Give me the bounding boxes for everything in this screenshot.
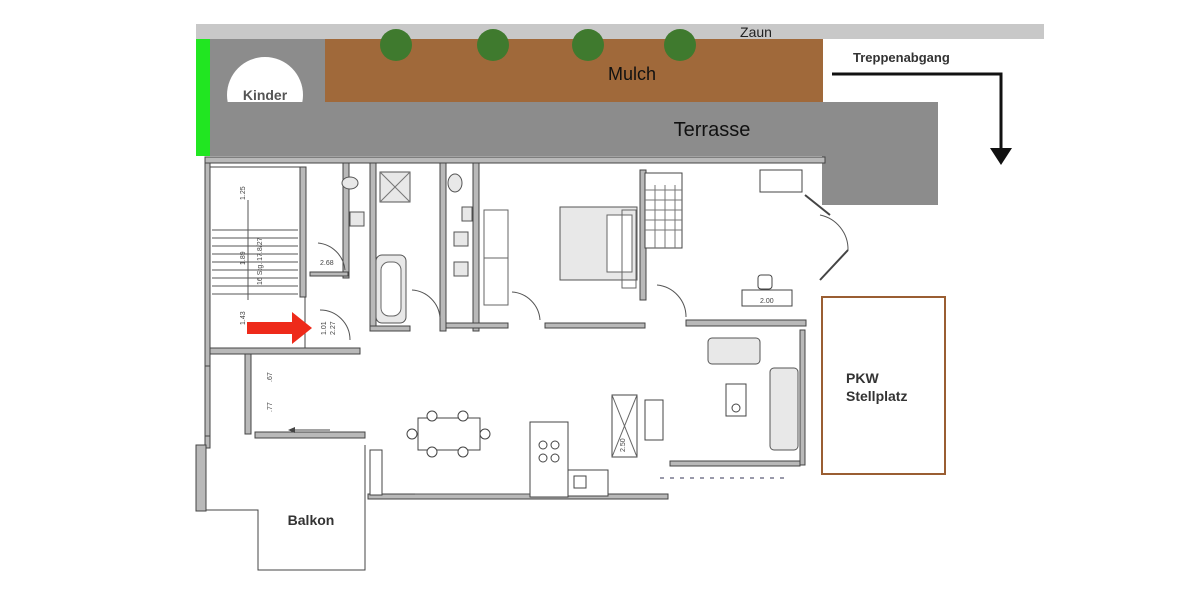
entry-arrow — [247, 312, 312, 344]
dim-143: 1.43 — [240, 311, 247, 325]
bathroom-2 — [445, 162, 541, 332]
bedroom — [544, 169, 647, 329]
green-strip — [196, 39, 210, 156]
mulch-label: Mulch — [608, 64, 656, 84]
wc-room: 2.68 — [309, 162, 365, 279]
terrace-label: Terrasse — [674, 119, 751, 141]
balcony-outline — [196, 444, 366, 571]
tree-1 — [380, 29, 412, 61]
stairway-arrow-head — [990, 148, 1012, 165]
crib — [644, 172, 683, 249]
stairway-label: Treppenabgang — [853, 50, 950, 65]
kinder-label: Kinder — [243, 87, 288, 103]
dim-227: 2.27 — [330, 321, 337, 335]
fence-label: Zaun — [740, 24, 772, 40]
dim-77: .77 — [267, 402, 274, 412]
parking-label-line1: PKW — [846, 370, 879, 386]
balcony-wall — [195, 444, 207, 512]
dim-200: 2.00 — [760, 298, 774, 305]
parking-label-line2: Stellplatz — [846, 388, 907, 404]
bathroom-1 — [369, 162, 447, 332]
dim-189: 1.89 — [240, 251, 247, 265]
living-room — [707, 337, 799, 451]
stairway-arrow-line — [832, 72, 1003, 152]
balcony-label: Balkon — [288, 512, 335, 528]
tree-2 — [477, 29, 509, 61]
dim-67: .67 — [267, 372, 274, 382]
stair-core: 1.25 1.89 1.43 16 Stg. 17.8/27 — [209, 166, 361, 355]
dim-268: 2.68 — [320, 260, 334, 267]
fence-bar — [196, 24, 1044, 39]
dining-table — [406, 410, 491, 458]
hallway: .67 .77 — [204, 353, 383, 496]
parking-space — [821, 296, 946, 475]
dim-250: 2.50 — [620, 438, 627, 452]
dim-stairs: 16 Stg. 17.8/27 — [257, 237, 264, 285]
terrace — [210, 102, 938, 205]
tree-3 — [572, 29, 604, 61]
dim-101: 1.01 — [321, 321, 328, 335]
dim-125: 1.25 — [240, 186, 247, 200]
kitchen: 2.50 — [529, 394, 664, 498]
tree-4 — [664, 29, 696, 61]
study-room: 2.00 — [656, 169, 849, 327]
